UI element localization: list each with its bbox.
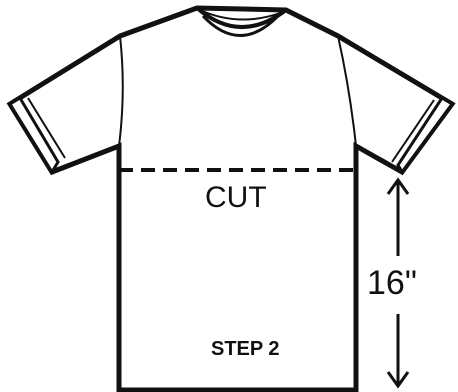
step-label: STEP 2: [211, 339, 280, 359]
cut-label: CUT: [205, 183, 267, 213]
measurement-label: 16": [367, 266, 417, 300]
